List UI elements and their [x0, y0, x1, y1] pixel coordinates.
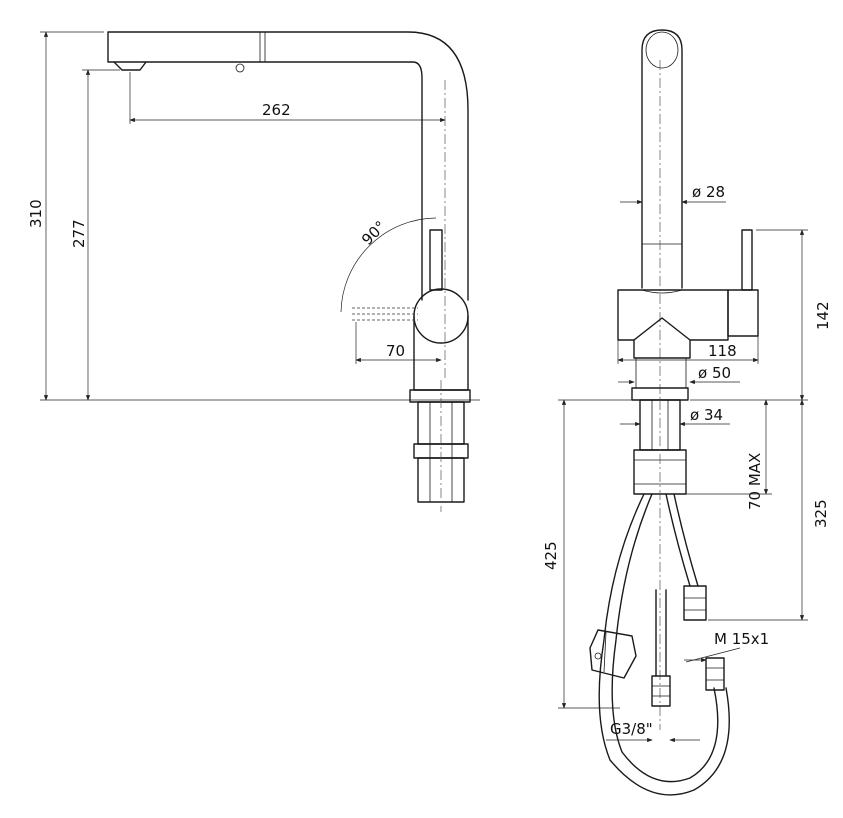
front-view: ø 28 142 118 [542, 29, 832, 796]
dim-34-label: ø 34 [690, 406, 723, 424]
dim-m15: M 15x1 [684, 630, 769, 663]
dim-70: 70 [355, 322, 442, 364]
dim-118: 118 [617, 336, 759, 364]
dim-28-label: ø 28 [692, 183, 725, 201]
dim-g38: G3/8" [606, 720, 700, 743]
spout [107, 31, 469, 380]
dim-142-label: 142 [814, 301, 832, 330]
dim-50-label: ø 50 [698, 364, 731, 382]
faucet-body [409, 229, 471, 512]
dim-277-label: 277 [70, 219, 88, 248]
dim-70-label: 70 [386, 342, 405, 360]
dim-m15-label: M 15x1 [714, 630, 769, 648]
dim-28: ø 28 [620, 183, 726, 205]
dim-325: 325 [708, 399, 830, 621]
dim-262: 262 [129, 72, 446, 124]
front-shank [558, 399, 687, 730]
hoses [589, 493, 730, 796]
dim-70max-label: 70 MAX [746, 453, 764, 510]
dim-90: 90° [358, 217, 390, 249]
side-view: 90° 310 277 262 70 [27, 31, 480, 512]
dim-325-label: 325 [812, 499, 830, 528]
front-body [617, 229, 759, 401]
front-spout [641, 29, 683, 400]
dim-310-label: 310 [27, 199, 45, 228]
dim-310: 310 [27, 31, 480, 401]
dim-277: 277 [70, 69, 120, 401]
dim-142: 142 [690, 229, 832, 401]
dim-34: ø 34 [620, 406, 730, 427]
dim-g38-label: G3/8" [610, 720, 653, 738]
dim-425-label: 425 [542, 541, 560, 570]
dim-70max: 70 MAX [686, 399, 772, 510]
dim-425: 425 [542, 399, 620, 709]
dim-262-label: 262 [262, 101, 291, 119]
dim-50: ø 50 [618, 364, 740, 385]
dim-118-label: 118 [708, 342, 737, 360]
